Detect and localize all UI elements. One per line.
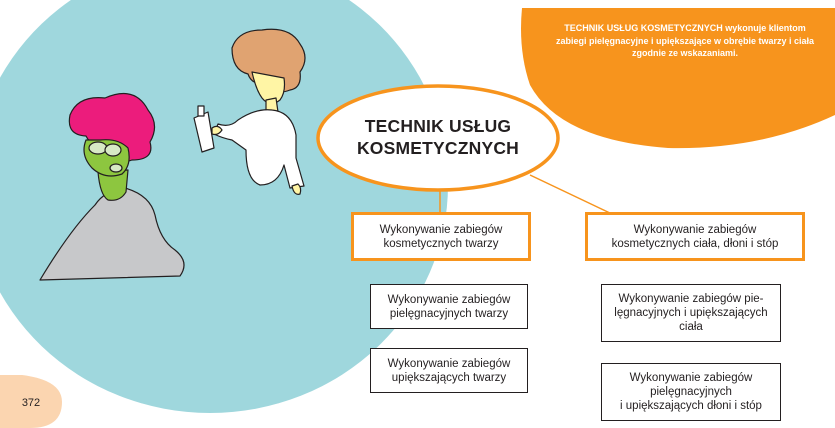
branch-body-box: Wykonywanie zabiegów kosmetycznych ciała… (585, 212, 805, 261)
central-ellipse (316, 84, 560, 192)
orange-callout-shape (521, 8, 835, 149)
page-number: 372 (21, 397, 41, 409)
branch-body-line-2: kosmetycznych ciała, dłoni i stóp (611, 237, 779, 250)
branch-face-box: Wykonywanie zabiegów kosmetycznych twarz… (351, 212, 531, 261)
branch-face-line-2: kosmetycznych twarzy (383, 237, 499, 250)
leaf-face-beauty-line-1: Wykonywanie zabiegów (387, 357, 511, 370)
leaf-body-care-line-1: Wykonywanie zabiegów pie- (618, 293, 764, 305)
leaf-body-care-line-2: lęgnacyjnych i upiększających (614, 307, 768, 319)
client-illustration (39, 92, 185, 281)
leaf-hands-feet-line-1: Wykonywanie zabiegów (629, 372, 753, 384)
leaf-face-beauty-box: Wykonywanie zabiegów upiększających twar… (370, 348, 528, 393)
leaf-hands-feet-box: Wykonywanie zabiegów pielęgnacyjnych i u… (601, 363, 781, 421)
callout-title: TECHNIK USŁUG KOSMETYCZNYCH (564, 23, 723, 33)
leaf-face-care-box: Wykonywanie zabiegów pielęgnacyjnych twa… (370, 284, 528, 329)
callout-description: wykonuje klientom zabiegi pielęgnacyjne … (555, 23, 815, 58)
branch-body-line-1: Wykonywanie zabiegów (633, 223, 757, 236)
leaf-body-care-box: Wykonywanie zabiegów pie- lęgnacyjnych i… (601, 284, 781, 342)
leaf-face-beauty-line-2: upiększających twarzy (391, 371, 507, 384)
central-title-line-1: TECHNIK USŁUG (364, 116, 512, 136)
cosmetician-illustration (193, 28, 306, 195)
page-number-tab (0, 375, 62, 428)
leaf-face-care-line-1: Wykonywanie zabiegów (387, 293, 511, 306)
central-title: TECHNIK USŁUG KOSMETYCZNYCH (332, 115, 544, 159)
connector-body (529, 174, 613, 215)
callout-text: TECHNIK USŁUG KOSMETYCZNYCH wykonuje kli… (552, 22, 818, 60)
leaf-hands-feet-line-2: pielęgnacyjnych (650, 386, 732, 398)
leaf-body-care-line-3: ciała (679, 321, 703, 333)
leaf-hands-feet-line-3: i upiększających dłoni i stóp (620, 400, 762, 412)
central-title-line-2: KOSMETYCZNYCH (356, 138, 520, 158)
branch-face-line-1: Wykonywanie zabiegów (379, 223, 503, 236)
leaf-face-care-line-2: pielęgnacyjnych twarzy (389, 307, 509, 320)
